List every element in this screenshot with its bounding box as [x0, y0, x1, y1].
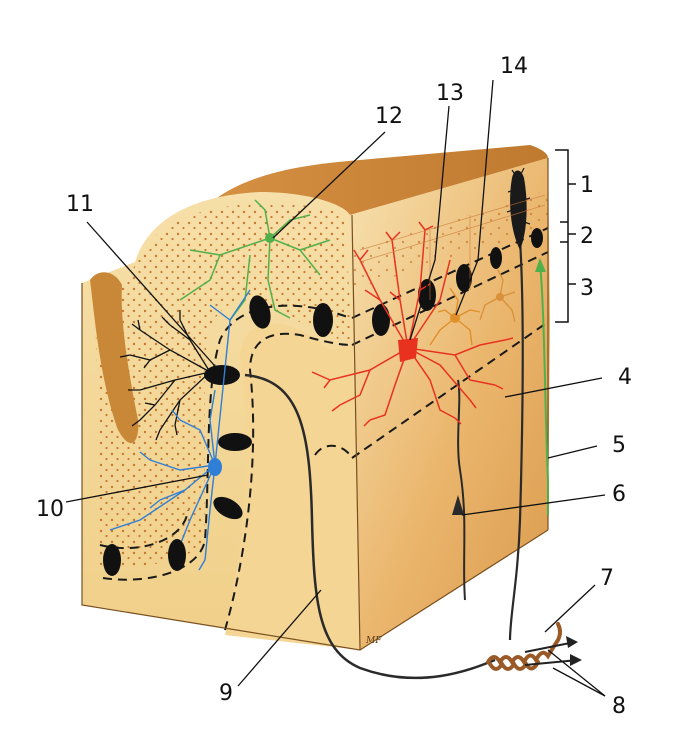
- arrow-6: [452, 495, 464, 515]
- basket-orange-soma: [450, 313, 460, 323]
- arrowhead-8b: [570, 654, 582, 666]
- label-12: 12: [375, 104, 403, 129]
- arrowhead-8a: [566, 636, 578, 648]
- green-fiber-5: [539, 261, 549, 515]
- output-arrows-8: [524, 641, 579, 666]
- label-8: 8: [612, 694, 626, 719]
- basket-cell-orange: [429, 287, 481, 346]
- label-4: 4: [618, 365, 632, 390]
- label-2: 2: [580, 224, 594, 249]
- granule-fiber: [508, 239, 524, 641]
- label-1: 1: [580, 173, 594, 198]
- label-10: 10: [36, 497, 64, 522]
- purkinje-cell-red: [311, 221, 514, 427]
- layer-bracket: [555, 149, 576, 323]
- dark-vertical-cell: [506, 167, 531, 250]
- purkinje-red-soma: [398, 338, 418, 362]
- label-6: 6: [612, 482, 626, 507]
- climbing-fiber-6: [457, 379, 466, 601]
- stellate-cell-green: [179, 199, 331, 321]
- coiled-fiber-7: [486, 622, 562, 671]
- golgi-soma: [208, 458, 222, 476]
- stellate-soma: [265, 233, 275, 243]
- purkinje-soma: [204, 365, 240, 385]
- molecular-layer-side: [352, 190, 548, 290]
- artist-signature: MF: [365, 636, 382, 646]
- parallel-fibers-side: [359, 194, 546, 300]
- green-arrow: [535, 258, 546, 272]
- sulcus-cleft: [90, 272, 139, 444]
- basket-cell-tan: [479, 269, 516, 323]
- leader-lines: [65, 79, 606, 697]
- label-11: 11: [66, 192, 94, 217]
- label-5: 5: [612, 433, 626, 458]
- label-7: 7: [600, 566, 614, 591]
- label-14: 14: [500, 54, 528, 79]
- basket-tan-soma: [496, 293, 504, 301]
- white-matter-front: [225, 323, 360, 650]
- block-right-face-lower: [350, 158, 550, 650]
- purkinje-dendrites: [119, 310, 211, 441]
- molecular-layer-front: [95, 203, 352, 567]
- purkinje-axon: [244, 373, 496, 680]
- label-13: 13: [436, 81, 464, 106]
- purkinje-somata: [103, 228, 543, 576]
- label-9: 9: [219, 681, 233, 706]
- label-3: 3: [580, 276, 594, 301]
